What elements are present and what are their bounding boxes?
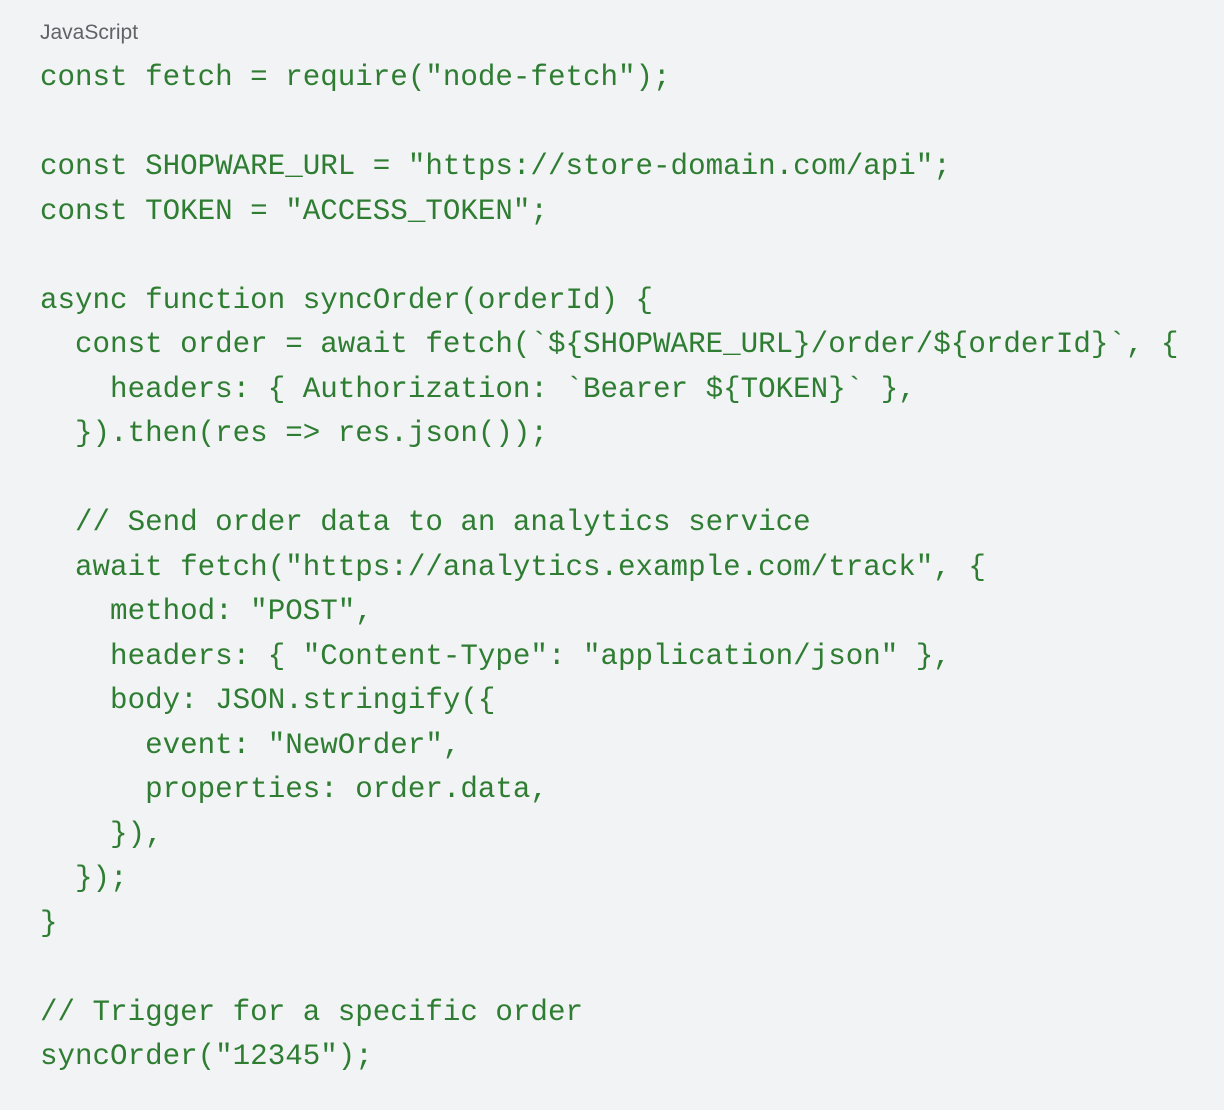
code-line: }); <box>40 862 128 895</box>
code-line: const SHOPWARE_URL = "https://store-doma… <box>40 150 951 183</box>
language-label: JavaScript <box>40 21 139 44</box>
code-line: }), <box>40 817 163 851</box>
code-line: headers: { Authorization: `Bearer ${TOKE… <box>40 372 916 406</box>
code-line: await fetch("https://analytics.example.c… <box>40 550 986 584</box>
code-line <box>40 234 1179 279</box>
code-line: event: "NewOrder", <box>40 728 461 762</box>
code-line: headers: { "Content-Type": "application/… <box>40 639 951 673</box>
code-line: const order = await fetch(`${SHOPWARE_UR… <box>40 328 1179 361</box>
code-line <box>40 101 1179 146</box>
code-line: // Send order data to an analytics servi… <box>40 506 811 539</box>
code-line: body: JSON.stringify({ <box>40 684 496 717</box>
code-line: const fetch = require("node-fetch"); <box>40 61 671 94</box>
code-line: async function syncOrder(orderId) { <box>40 283 654 317</box>
code-line: method: "POST", <box>40 595 373 628</box>
code-line: properties: order.data, <box>40 773 548 806</box>
code-line <box>40 457 1179 502</box>
code-line: }).then(res => res.json()); <box>40 417 548 450</box>
code-content: const fetch = require("node-fetch"); cons… <box>40 56 1179 1080</box>
code-line: syncOrder("12345"); <box>40 1040 373 1073</box>
code-line: } <box>40 906 58 940</box>
code-line: const TOKEN = "ACCESS_TOKEN"; <box>40 194 548 228</box>
code-line: // Trigger for a specific order <box>40 995 583 1029</box>
code-line <box>40 946 1179 991</box>
